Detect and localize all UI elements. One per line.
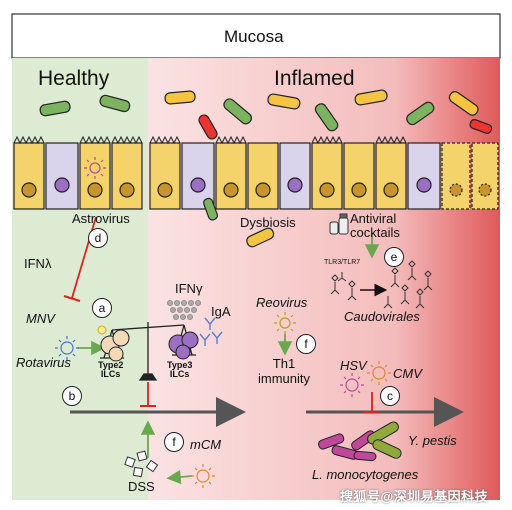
antiviral-bottles (329, 213, 349, 235)
watermark-text: 搜狐号@深圳易基因科技 (340, 489, 489, 504)
astrovirus-particle (84, 157, 106, 179)
healthy-heading: Healthy (38, 67, 110, 90)
marker-a: a (92, 298, 112, 318)
bacteria-top (39, 89, 493, 140)
hsv-particle (340, 373, 364, 397)
mnv-label: MNV (26, 311, 55, 326)
marker-f-upper: f (296, 334, 316, 354)
y-pestis-label: Y. pestis (408, 433, 457, 448)
marker-e: e (384, 247, 404, 267)
inflamed-heading: Inflamed (274, 67, 355, 90)
marker-f-lower: f (164, 432, 184, 452)
rotavirus-label: Rotavirus (16, 355, 71, 370)
type3-ilcs-label: Type3 ILCs (167, 360, 193, 379)
type2-ilcs-cells (100, 329, 130, 362)
epithelium-layer (13, 135, 499, 210)
rotavirus-particle (55, 336, 79, 360)
l-monocytogenes-label: L. monocytogenes (312, 467, 419, 482)
dysbiosis-label: Dysbiosis (240, 215, 296, 230)
tlr-label: TLR3/TLR7 (324, 259, 361, 266)
marker-c: c (380, 386, 400, 406)
astrovirus-label: Astrovirus (72, 211, 130, 226)
caudovirales-phages (330, 260, 433, 309)
marker-b: b (62, 386, 82, 406)
inhibit-d-bar (63, 295, 81, 302)
marker-d: d (88, 228, 108, 248)
mnv-particle (97, 325, 107, 335)
title-box (11, 13, 501, 59)
dss-crystals (124, 450, 159, 478)
mcm-label: mCM (190, 437, 222, 452)
type2-ilcs-label: Type2 ILCs (98, 360, 124, 379)
healthy-region (12, 58, 148, 500)
cmv-label: CMV (393, 366, 422, 381)
pathogen-bacteria (318, 421, 402, 462)
ifn-gamma-label: IFNγ (175, 281, 203, 296)
ifn-gamma-dots (167, 300, 201, 320)
th1-immunity-label: Th1 immunity (258, 356, 311, 386)
reovirus-particle (274, 312, 296, 334)
dss-label: DSS (128, 479, 155, 494)
type3-ilcs-cells (168, 331, 199, 360)
mcm-arrow (166, 469, 193, 485)
cmv-particle (367, 361, 391, 385)
mcm-virus (191, 464, 215, 488)
ifn-lambda-label: IFNλ (24, 256, 52, 271)
iga-antibodies (199, 317, 223, 346)
iga-label: IgA (211, 304, 231, 319)
antiviral-cocktails-label: Antiviral cocktails (350, 211, 400, 241)
bacteria-lower (203, 197, 275, 248)
diagram-title: Mucosa (224, 27, 284, 46)
hsv-label: HSV (340, 358, 367, 373)
caudovirales-label: Caudovirales (344, 309, 420, 324)
reovirus-label: Reovirus (256, 295, 308, 310)
